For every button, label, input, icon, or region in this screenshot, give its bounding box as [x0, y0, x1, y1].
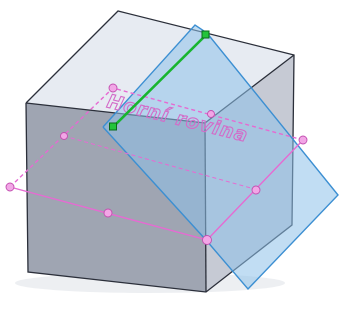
selected-edge-endpoint-top[interactable] [201, 30, 210, 39]
selected-edge-endpoint-bottom[interactable] [109, 122, 117, 131]
plane-handle-front-mid[interactable] [103, 208, 113, 218]
plane-handle-back-mid[interactable] [207, 110, 215, 118]
plane-handle-right[interactable] [298, 135, 308, 145]
reference-plane[interactable] [103, 25, 338, 289]
plane-handle-left-mid[interactable] [60, 132, 68, 140]
sketch-plane-mid-guide [63, 135, 259, 191]
plane-handle-front[interactable] [202, 235, 212, 245]
selected-edge[interactable] [112, 34, 207, 128]
plane-handle-left[interactable] [5, 182, 15, 192]
plane-handle-back[interactable] [108, 83, 118, 93]
plane-handle-right-mid[interactable] [251, 185, 261, 195]
